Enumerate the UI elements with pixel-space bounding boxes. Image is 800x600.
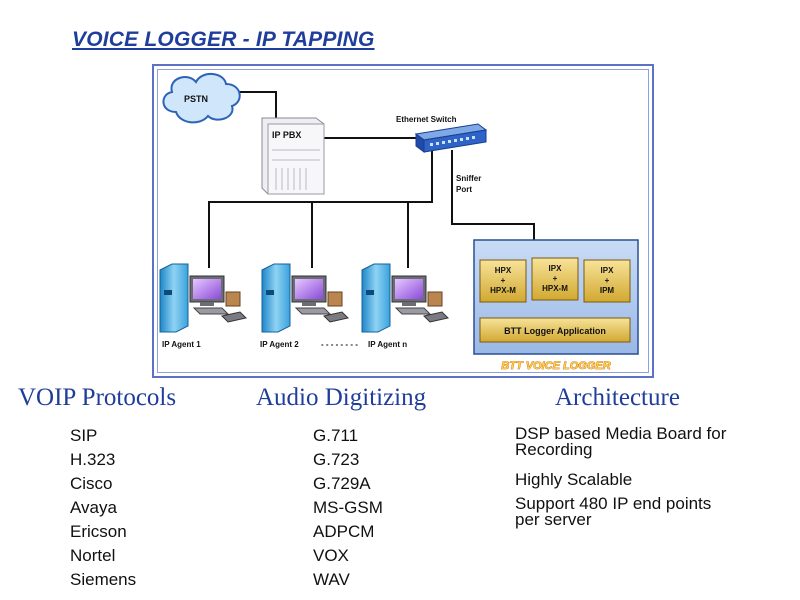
list-item: Siemens [70, 570, 137, 589]
list-item: H.323 [70, 450, 116, 469]
list-item: Support 480 IP end points [515, 494, 712, 513]
page-title: VOICE LOGGER - IP TAPPING [72, 28, 375, 51]
btt-voice-logger-box: HPX + HPX-M IPX + HPX-M IPX + IPM BTT Lo… [473, 239, 639, 355]
ip-agent-1-label: IP Agent 1 [162, 340, 201, 349]
list-item: per server [515, 510, 592, 529]
sniffer-port-label-line2: Port [456, 185, 472, 194]
board-3-line-1: IPX [601, 266, 615, 275]
ip-agent-2-computer-icon [261, 263, 349, 333]
media-board-1: HPX + HPX-M [479, 259, 527, 303]
list-item: Nortel [70, 546, 116, 565]
list-item: G.723 [313, 450, 360, 469]
ip-agent-1-computer-icon [159, 263, 247, 333]
list-item: Highly Scalable [515, 470, 633, 489]
board-3-line-3: IPM [600, 286, 615, 295]
network-wires [208, 91, 535, 268]
ip-agent-2-label: IP Agent 2 [260, 340, 299, 349]
architecture-list: DSP based Media Board for Recording High… [515, 424, 727, 529]
list-item: DSP based Media Board for [515, 424, 727, 443]
pstn-to-pbx-line [236, 91, 277, 118]
ethernet-switch-icon: Ethernet Switch [396, 115, 488, 153]
list-item: G.729A [313, 474, 371, 493]
btt-logger-application-bar: BTT Logger Application [479, 317, 631, 343]
logger-app-label: BTT Logger Application [504, 326, 606, 336]
board-2-line-2: + [553, 274, 558, 283]
ip-pbx-label: IP PBX [272, 130, 301, 140]
board-3-line-2: + [605, 276, 610, 285]
list-item: ADPCM [313, 522, 375, 541]
audio-digitizing-heading: Audio Digitizing [256, 384, 427, 411]
sniffer-to-logger-line [451, 150, 535, 240]
btt-voice-logger-caption: BTT VOICE LOGGER [501, 360, 610, 372]
list-item: WAV [313, 570, 350, 589]
switch-to-agents-bus [208, 150, 433, 268]
list-item: SIP [70, 426, 98, 445]
audio-digitizing-list: G.711 G.723 G.729A MS-GSM ADPCM VOX WAV [313, 424, 383, 592]
list-item: Recording [515, 440, 593, 459]
agent-ellipsis: - - - - - - - - [321, 340, 358, 349]
pstn-label: PSTN [184, 94, 208, 104]
board-2-line-1: IPX [549, 264, 563, 273]
media-board-3: IPX + IPM [583, 259, 631, 303]
sniffer-port-label-line1: Sniffer [456, 174, 481, 183]
board-1-line-2: + [501, 276, 506, 285]
voip-protocols-list: SIP H.323 Cisco Avaya Ericson Nortel Sie… [70, 424, 136, 592]
list-item: VOX [313, 546, 349, 565]
architecture-heading: Architecture [555, 384, 680, 411]
media-board-2: IPX + HPX-M [531, 257, 579, 301]
list-item: Avaya [70, 498, 117, 517]
ip-agent-n-computer-icon [361, 263, 449, 333]
diagram-frame-inner [157, 69, 649, 373]
ip-agent-n-label: IP Agent n [368, 340, 407, 349]
board-2-line-3: HPX-M [542, 284, 568, 293]
voip-protocols-heading: VOIP Protocols [18, 384, 177, 411]
list-item: G.711 [313, 426, 359, 445]
list-item: MS-GSM [313, 498, 383, 517]
list-item: Ericson [70, 522, 127, 541]
pstn-cloud-icon: PSTN [162, 73, 241, 124]
list-item: Cisco [70, 474, 113, 493]
ip-pbx-icon: IP PBX [261, 117, 325, 195]
board-1-line-1: HPX [495, 266, 512, 275]
ethernet-switch-label: Ethernet Switch [396, 115, 457, 124]
board-1-line-3: HPX-M [490, 286, 516, 295]
